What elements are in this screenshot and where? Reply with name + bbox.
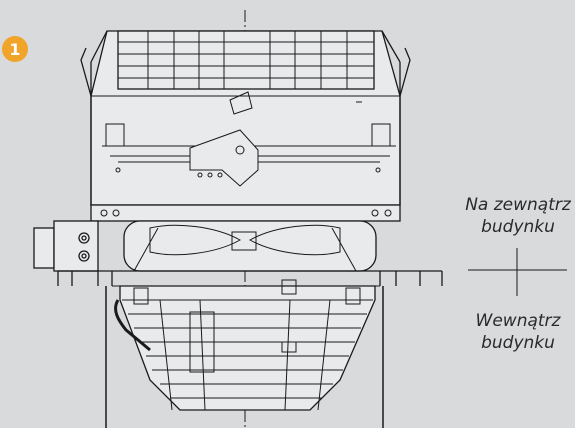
inside-label-line1: Wewnątrz bbox=[475, 311, 561, 331]
cable bbox=[114, 299, 151, 352]
fan-guard bbox=[119, 279, 376, 411]
inside-label-line2: budynku bbox=[481, 333, 555, 353]
outside-label-line2: budynku bbox=[481, 217, 555, 237]
fan-middle-section bbox=[123, 220, 377, 272]
inside-building-label: Wewnątrz budynku bbox=[453, 310, 575, 354]
side-connector bbox=[33, 220, 99, 272]
duct-walls bbox=[105, 286, 384, 428]
outside-building-label: Na zewnątrz budynku bbox=[453, 194, 575, 238]
step-badge: 1 bbox=[2, 36, 28, 62]
outside-label-line1: Na zewnątrz bbox=[465, 195, 571, 215]
damper-linkage bbox=[102, 91, 396, 187]
roof-flange bbox=[57, 270, 443, 287]
orientation-cross bbox=[468, 248, 567, 296]
base-plate bbox=[90, 204, 401, 222]
